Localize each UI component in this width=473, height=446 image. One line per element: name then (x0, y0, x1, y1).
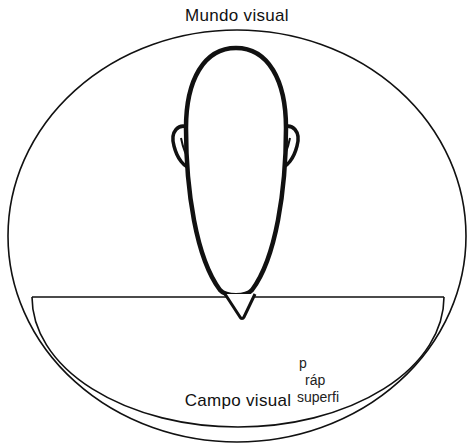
text-fragment: superfi (297, 389, 339, 405)
visual-field-half: Campo visual (32, 297, 444, 428)
text-fragment: ráp (305, 372, 325, 388)
region-label: Mundo visual (185, 6, 289, 26)
head-outline (186, 48, 286, 295)
text-fragment: p (299, 355, 307, 371)
region-label: Campo visual (185, 391, 292, 411)
nose (225, 294, 255, 319)
